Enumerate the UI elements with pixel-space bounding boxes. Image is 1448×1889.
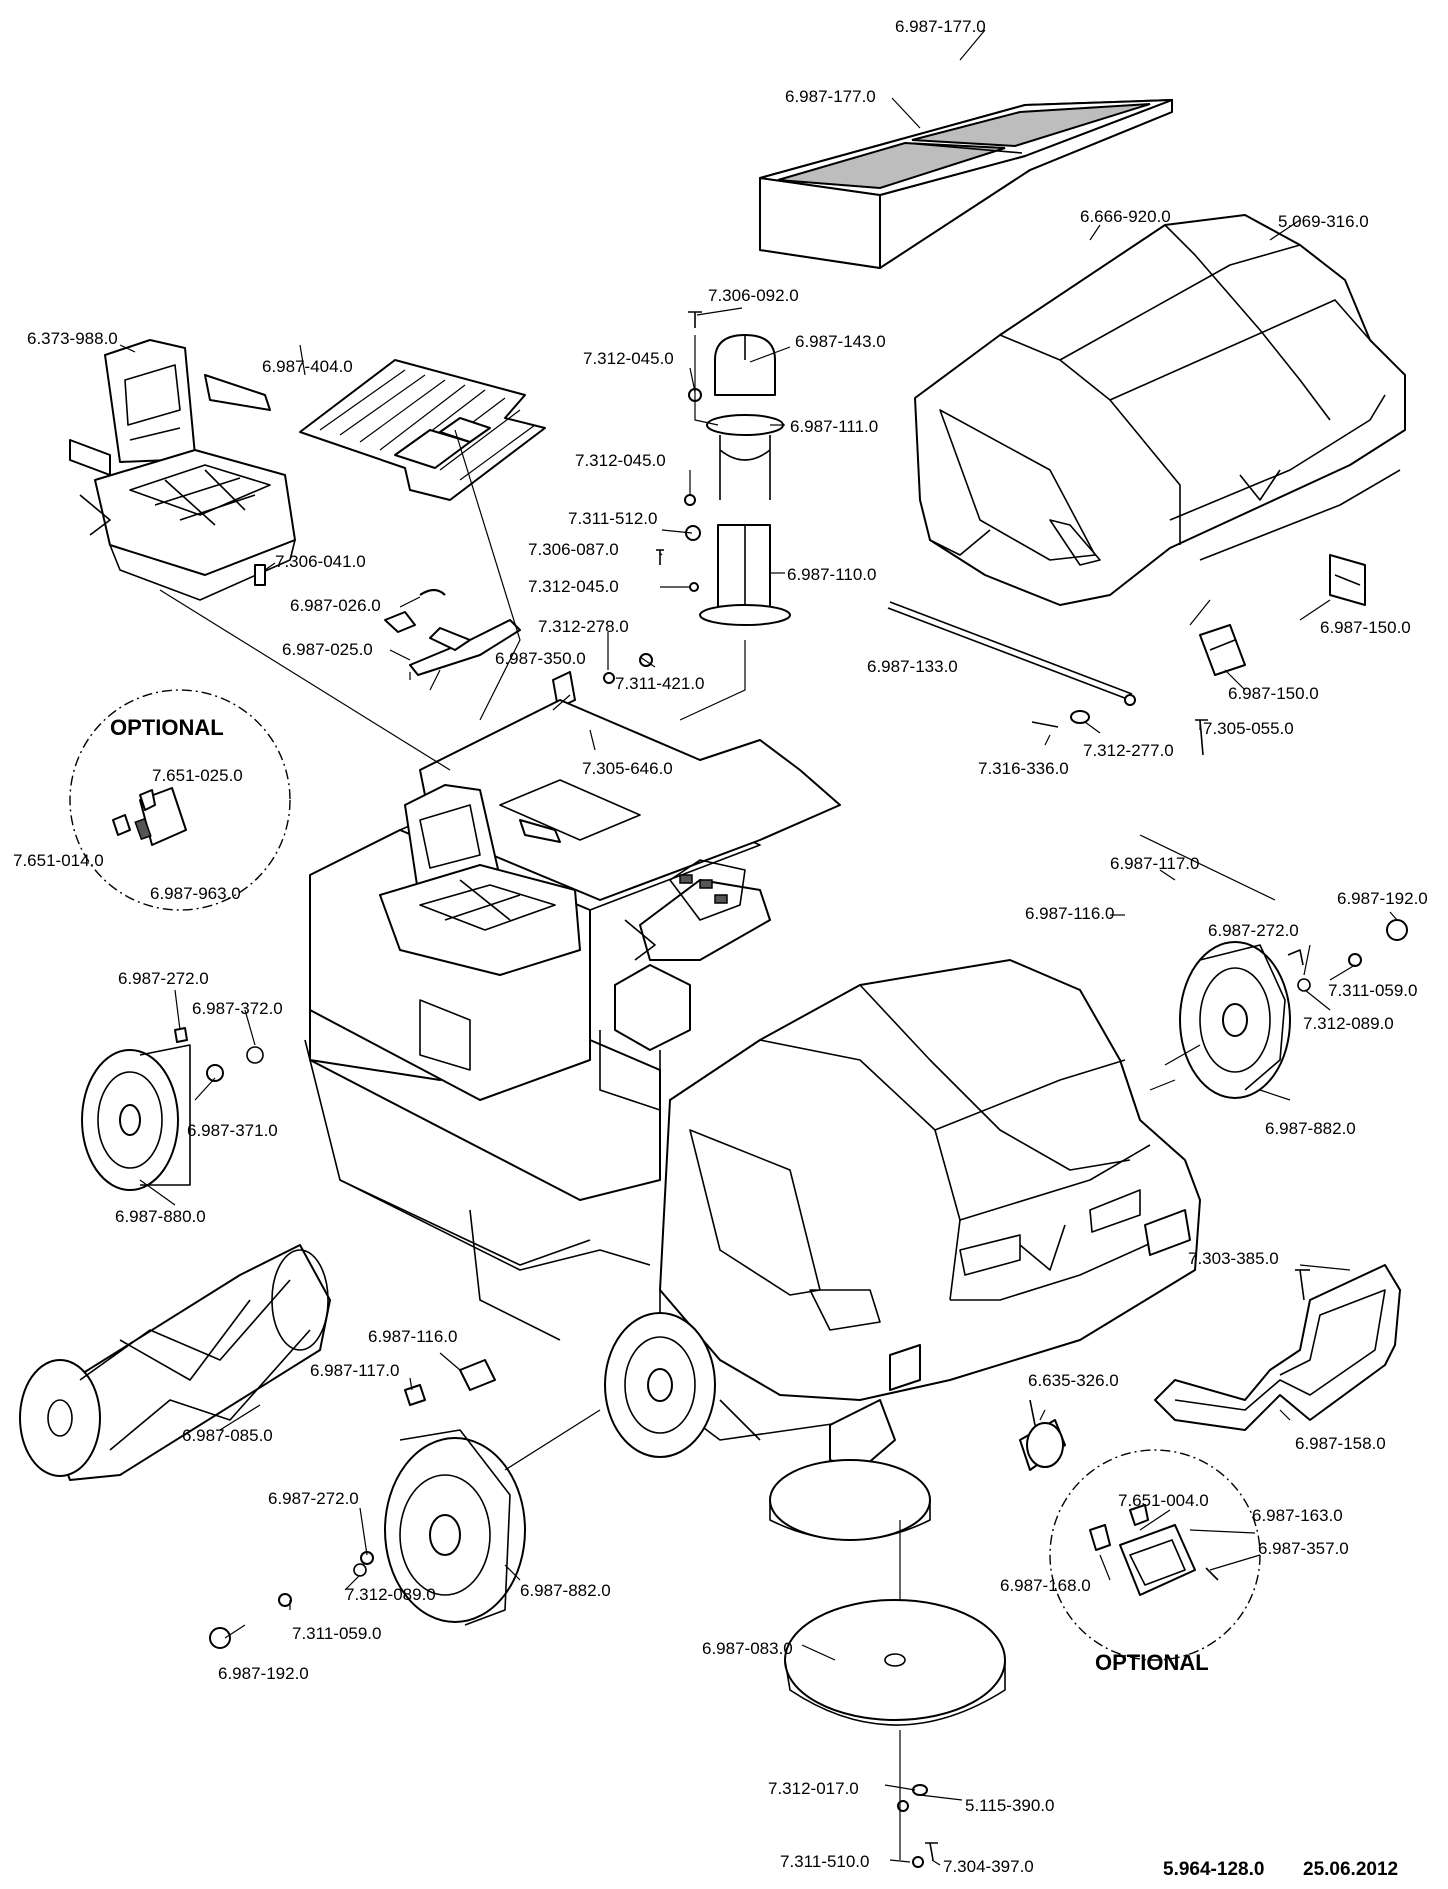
part-label: 7.305-055.0 xyxy=(1203,719,1294,738)
part-label: 6.987-158.0 xyxy=(1295,1434,1386,1453)
part-label: 6.987-963.0 xyxy=(150,884,241,903)
filter-panels-drawing xyxy=(759,99,1173,269)
part-label: 6.987-350.0 xyxy=(495,649,586,668)
part-label: 7.651-025.0 xyxy=(152,766,243,785)
part-label: 6.987-192.0 xyxy=(218,1664,309,1683)
part-label: 6.987-357.0 xyxy=(1258,1539,1349,1558)
part-label: 6.987-372.0 xyxy=(192,999,283,1018)
part-label: 7.306-087.0 xyxy=(528,540,619,559)
part-label: 6.987-116.0 xyxy=(1025,904,1115,923)
beacon-drawing xyxy=(656,311,791,626)
part-label: 7.316-336.0 xyxy=(978,759,1069,778)
part-label: 6.987-026.0 xyxy=(290,596,381,615)
part-label: 6.987-150.0 xyxy=(1320,618,1411,637)
misc-parts-drawing xyxy=(404,1269,1310,1471)
optional-heading-left: OPTIONAL xyxy=(110,715,224,740)
part-label: 6.987-272.0 xyxy=(268,1489,359,1508)
wheel-right-top-drawing xyxy=(1179,919,1408,1099)
part-label: 7.311-512.0 xyxy=(568,509,658,528)
hood-drawing xyxy=(914,214,1406,606)
part-label: 6.373-988.0 xyxy=(27,329,118,348)
part-label: 7.303-385.0 xyxy=(1188,1249,1279,1268)
part-label: 6.987-192.0 xyxy=(1337,889,1428,908)
part-label: 6.987-025.0 xyxy=(282,640,373,659)
part-label: 6.987-085.0 xyxy=(182,1426,273,1445)
part-label: 7.311-421.0 xyxy=(615,674,705,693)
part-label: 6.987-272.0 xyxy=(1208,921,1299,940)
handle-drawing xyxy=(384,588,653,732)
part-label: 6.987-882.0 xyxy=(1265,1119,1356,1138)
part-label: 6.987-110.0 xyxy=(787,565,877,584)
part-label: 7.312-277.0 xyxy=(1083,741,1174,760)
part-label: 6.987-133.0 xyxy=(867,657,958,676)
part-label: 7.312-017.0 xyxy=(768,1779,859,1798)
part-label: 6.666-920.0 xyxy=(1080,207,1171,226)
machine-body-drawing xyxy=(304,699,1201,1541)
part-label: 6.987-083.0 xyxy=(702,1639,793,1658)
part-label: 6.987-882.0 xyxy=(520,1581,611,1600)
wheel-lower-drawing xyxy=(209,1429,526,1649)
part-label: 7.312-089.0 xyxy=(1303,1014,1394,1033)
rod-drawing xyxy=(887,601,1136,728)
part-label: 7.312-045.0 xyxy=(583,349,674,368)
footer-part-number: 5.964-128.0 xyxy=(1163,1859,1265,1880)
part-label: 7.311-059.0 xyxy=(292,1624,382,1643)
part-label: 7.312-089.0 xyxy=(345,1585,436,1604)
part-label: 6.987-111.0 xyxy=(790,417,879,436)
part-label: 7.651-004.0 xyxy=(1118,1491,1209,1510)
floor-mat-drawing xyxy=(299,359,546,501)
wheel-left-drawing xyxy=(81,1027,264,1191)
part-label: 7.311-059.0 xyxy=(1328,981,1418,1000)
footer-date: 25.06.2012 xyxy=(1303,1859,1399,1880)
part-label: 6.635-326.0 xyxy=(1028,1371,1119,1390)
optional-module-left-drawing xyxy=(69,689,291,911)
part-label: 7.312-278.0 xyxy=(538,617,629,636)
part-label: 6.987-168.0 xyxy=(1000,1576,1091,1595)
side-brush-drawing xyxy=(784,1599,1006,1868)
part-label: 5.115-390.0 xyxy=(965,1796,1055,1815)
part-label: 7.306-041.0 xyxy=(275,552,366,571)
part-label: 7.312-045.0 xyxy=(528,577,619,596)
part-label: 7.306-092.0 xyxy=(708,286,799,305)
part-label: 7.305-646.0 xyxy=(582,759,673,778)
optional-module-right-drawing xyxy=(1049,1449,1261,1661)
part-label: 6.987-116.0 xyxy=(368,1327,458,1346)
part-label: 7.312-045.0 xyxy=(575,451,666,470)
seat-drawing xyxy=(69,339,296,601)
part-label: 6.987-163.0 xyxy=(1252,1506,1343,1525)
hinges-drawing xyxy=(1195,554,1366,756)
part-label: 6.987-404.0 xyxy=(262,357,353,376)
leader-lines xyxy=(119,29,1398,1866)
part-label: 7.311-510.0 xyxy=(780,1852,870,1871)
part-label: 6.987-880.0 xyxy=(115,1207,206,1226)
part-label: 5.069-316.0 xyxy=(1278,212,1369,231)
roller-brush-drawing xyxy=(19,1244,331,1481)
part-label: 7.651-014.0 xyxy=(13,851,104,870)
part-label: 6.987-150.0 xyxy=(1228,684,1319,703)
part-label: 7.304-397.0 xyxy=(943,1857,1034,1876)
optional-heading-right: OPTIONAL xyxy=(1095,1650,1209,1675)
part-label: 6.987-177.0 xyxy=(895,17,986,36)
part-label: 6.987-143.0 xyxy=(795,332,886,351)
bumper-drawing xyxy=(1154,1264,1401,1431)
part-label: 6.987-177.0 xyxy=(785,87,876,106)
part-label: 6.987-272.0 xyxy=(118,969,209,988)
part-label: 6.987-117.0 xyxy=(310,1361,400,1380)
part-label: 6.987-371.0 xyxy=(187,1121,278,1140)
part-label: 6.987-117.0 xyxy=(1110,854,1200,873)
